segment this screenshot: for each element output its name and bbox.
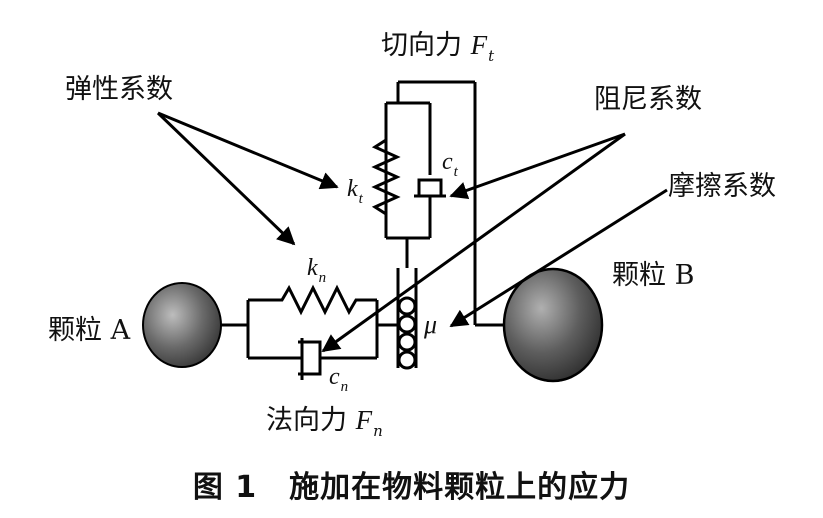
elastic-arrow-kn: [156, 111, 296, 246]
figure-number: 图 1: [192, 470, 258, 505]
damping-arrow-ct: [449, 132, 626, 200]
mu-label: μ: [424, 310, 438, 339]
kt-label: kt: [347, 176, 363, 207]
particle-a-label: 颗粒 A: [48, 315, 131, 346]
friction-coefficient-label: 摩擦系数: [668, 171, 776, 202]
figure-caption: 图 1 施加在物料颗粒上的应力: [0, 462, 823, 506]
damping-coefficient-label: 阻尼系数: [594, 84, 702, 115]
tangential-force-label: 切向力 Ft: [381, 30, 495, 65]
damping-arrow-cn: [321, 132, 626, 353]
particle-b: [502, 267, 604, 383]
ct-label: ct: [442, 149, 458, 180]
elastic-coefficient-label: 弹性系数: [65, 74, 173, 105]
particle-a: [142, 282, 222, 368]
tangential-spring-dashpot: [371, 80, 504, 327]
friction-slider: [396, 268, 418, 370]
figure-title: 施加在物料颗粒上的应力: [289, 470, 631, 505]
elastic-arrow-kt: [157, 111, 339, 190]
friction-arrow: [449, 188, 668, 328]
normal-spring-dashpot: [221, 284, 400, 380]
normal-force-label: 法向力 Fn: [266, 405, 383, 440]
particle-b-label: 颗粒 B: [612, 260, 695, 291]
kn-label: kn: [307, 255, 327, 286]
cn-label: cn: [329, 364, 349, 395]
